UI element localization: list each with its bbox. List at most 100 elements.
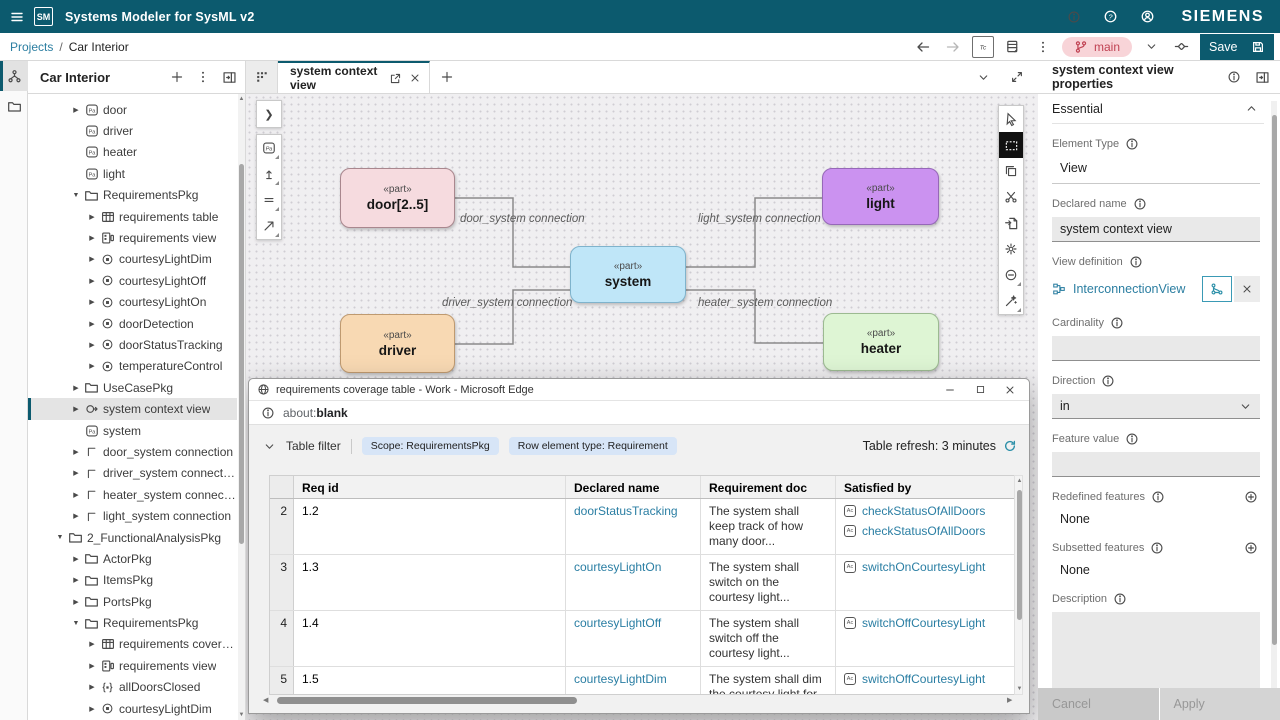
expand-arrow-icon[interactable]: ▶ — [89, 341, 95, 349]
tree-item-actorpkg[interactable]: ▶ActorPkg — [28, 548, 237, 569]
info-icon[interactable] — [1150, 541, 1164, 555]
tree-item-heater-system-connection[interactable]: ▶heater_system connection — [28, 484, 237, 505]
palette-part-icon[interactable]: Pa — [257, 135, 281, 161]
help-icon[interactable]: ? — [1103, 9, 1118, 24]
expand-arrow-icon[interactable]: ▶ — [89, 256, 95, 264]
tree-item-doorstatustracking[interactable]: ▶doorStatusTracking — [28, 334, 237, 355]
direction-select[interactable]: in — [1052, 394, 1260, 419]
explorer-panel-toggle-icon[interactable] — [222, 70, 237, 85]
declared-name-input[interactable]: system context view — [1052, 217, 1260, 242]
satisfied-by-link[interactable]: checkStatusOfAllDoors — [862, 524, 986, 538]
copy-icon[interactable] — [999, 158, 1023, 184]
tree-item-alldoorsclosed[interactable]: ▶allDoorsClosed — [28, 677, 237, 698]
connection-label[interactable]: door_system connection — [460, 213, 585, 225]
tree-item-courtesylightdim[interactable]: ▶courtesyLightDim — [28, 249, 237, 270]
breadcrumb-projects[interactable]: Projects — [10, 39, 54, 54]
info-icon[interactable] — [1129, 255, 1143, 269]
expand-arrow-icon[interactable]: ▶ — [89, 320, 95, 328]
save-button[interactable]: Save — [1200, 33, 1274, 60]
apply-button[interactable]: Apply — [1159, 688, 1280, 720]
paste-icon[interactable] — [999, 210, 1023, 236]
expand-arrow-icon[interactable]: ▶ — [73, 513, 79, 521]
collapse-arrow-icon[interactable]: ▼ — [72, 619, 80, 627]
declared-name-link[interactable]: courtesyLightOff — [574, 616, 662, 630]
tree-item-courtesylighton[interactable]: ▶courtesyLightOn — [28, 292, 237, 313]
window-titlebar[interactable]: requirements coverage table - Work - Mic… — [249, 379, 1029, 401]
diagram-node-heater[interactable]: «part»heater — [823, 313, 939, 371]
filter-pill-scope[interactable]: Scope: RequirementsPkg — [361, 437, 499, 455]
satisfied-by-link[interactable]: checkStatusOfAllDoors — [862, 504, 986, 518]
cut-icon[interactable] — [999, 184, 1023, 210]
gear-icon[interactable] — [999, 236, 1023, 262]
expand-arrow-icon[interactable]: ▶ — [73, 406, 79, 414]
teamcenter-icon[interactable]: Tc — [971, 35, 994, 58]
pick-view-definition-button[interactable] — [1202, 276, 1232, 302]
info-icon[interactable] — [1125, 432, 1139, 446]
explorer-scrollbar[interactable]: ▲ ▼ — [238, 94, 245, 720]
tree-item-portspkg[interactable]: ▶PortsPkg — [28, 591, 237, 612]
expand-arrow-icon[interactable]: ▶ — [73, 448, 79, 456]
model-tree-icon[interactable] — [0, 61, 28, 91]
expand-arrow-icon[interactable]: ▶ — [89, 684, 95, 692]
tree-item-requirements-table[interactable]: ▶requirements table — [28, 206, 237, 227]
info-icon[interactable] — [1110, 316, 1124, 330]
explorer-kebab-icon[interactable] — [196, 70, 210, 84]
expand-arrow-icon[interactable]: ▶ — [73, 491, 79, 499]
tree-item-doordetection[interactable]: ▶doorDetection — [28, 313, 237, 334]
section-essential[interactable]: Essential — [1052, 94, 1264, 124]
table-scrollbar[interactable]: ▲ ▼ — [1014, 475, 1023, 695]
tree-item-2-functionalanalysispkg[interactable]: ▼2_FunctionalAnalysisPkg — [28, 527, 237, 548]
folder-icon[interactable] — [0, 91, 28, 121]
info-icon[interactable] — [1133, 197, 1147, 211]
expand-diagram-icon[interactable] — [1010, 70, 1024, 84]
expand-arrow-icon[interactable]: ▶ — [89, 705, 95, 713]
commit-icon[interactable] — [1170, 36, 1192, 58]
column-header[interactable]: Req id — [294, 476, 566, 498]
properties-panel-toggle-icon[interactable] — [1255, 70, 1270, 85]
cursor-icon[interactable] — [999, 106, 1023, 132]
feature-value-input[interactable] — [1052, 452, 1260, 477]
tree-item-itemspkg[interactable]: ▶ItemsPkg — [28, 570, 237, 591]
hamburger-icon[interactable] — [0, 9, 34, 25]
expand-arrow-icon[interactable]: ▶ — [89, 662, 95, 670]
close-tab-icon[interactable] — [409, 72, 421, 84]
tree-item-courtesylightoff[interactable]: ▶courtesyLightOff — [28, 270, 237, 291]
satisfied-by-link[interactable]: switchOffCourtesyLight — [862, 672, 986, 686]
declared-name-link[interactable]: doorStatusTracking — [574, 504, 678, 518]
description-textarea[interactable] — [1052, 612, 1260, 688]
forward-icon[interactable] — [942, 36, 964, 58]
expand-arrow-icon[interactable]: ▶ — [89, 299, 95, 307]
diagram-node-light[interactable]: «part»light — [822, 168, 939, 225]
expand-arrow-icon[interactable]: ▶ — [73, 598, 79, 606]
maximize-icon[interactable] — [965, 379, 995, 400]
filter-label[interactable]: Table filter — [286, 439, 341, 453]
page-info-icon[interactable] — [261, 406, 275, 420]
tab-list-chevron-down-icon[interactable] — [977, 71, 990, 84]
info-icon[interactable] — [1125, 137, 1139, 151]
branch-selector[interactable]: main — [1061, 36, 1132, 57]
user-icon[interactable] — [1140, 9, 1155, 24]
palette-port-icon[interactable] — [257, 161, 281, 187]
connection-label[interactable]: driver_system connection — [442, 297, 573, 309]
declared-name-link[interactable]: courtesyLightOn — [574, 560, 662, 574]
connection-label[interactable]: light_system connection — [698, 213, 821, 225]
connection-label[interactable]: heater_system connection — [698, 297, 833, 309]
expand-arrow-icon[interactable]: ▶ — [73, 470, 79, 478]
add-redefined-feature-icon[interactable] — [1244, 490, 1258, 504]
column-header[interactable]: Satisfied by — [844, 481, 912, 495]
model-repo-icon[interactable] — [1002, 36, 1024, 58]
view-definition-link[interactable]: InterconnectionView — [1073, 282, 1186, 296]
clear-view-definition-icon[interactable] — [1234, 276, 1260, 302]
palette-relation-icon[interactable] — [257, 187, 281, 213]
filter-chevron-down-icon[interactable] — [263, 440, 276, 453]
tree-item-courtesylightdim[interactable]: ▶courtesyLightDim — [28, 698, 237, 719]
tree-item-requirementspkg[interactable]: ▼RequirementsPkg — [28, 612, 237, 633]
column-header[interactable]: Requirement doc — [701, 476, 836, 498]
